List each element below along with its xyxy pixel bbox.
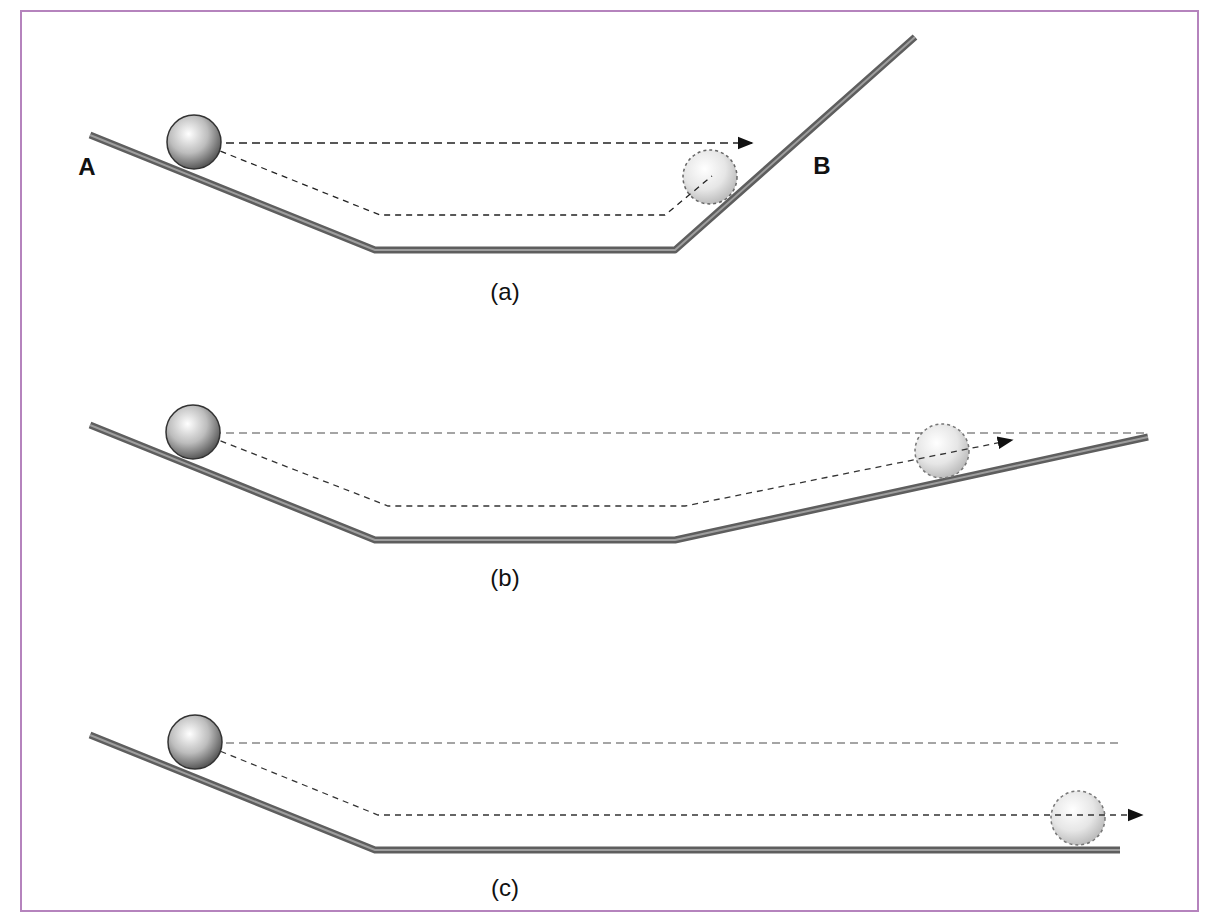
ball-start (167, 115, 221, 169)
figure-label: (a) (490, 280, 519, 304)
level-line (200, 432, 1148, 434)
ball-start (168, 715, 222, 769)
figure-label: (c) (491, 876, 519, 900)
level-line (200, 142, 752, 144)
level-line (200, 742, 1120, 744)
track-c (90, 735, 1120, 850)
track-a (90, 37, 915, 250)
point-label: A (78, 155, 95, 179)
point-label: B (813, 154, 830, 178)
path-line (200, 143, 712, 215)
path-line (200, 433, 1012, 506)
ball-end (1051, 791, 1105, 845)
ball-end (683, 150, 737, 204)
path-line (200, 743, 1142, 815)
frame (21, 11, 1198, 911)
ball-end (915, 424, 969, 478)
ball-start (166, 405, 220, 459)
figure-label: (b) (490, 566, 519, 590)
track-b (90, 425, 1148, 540)
